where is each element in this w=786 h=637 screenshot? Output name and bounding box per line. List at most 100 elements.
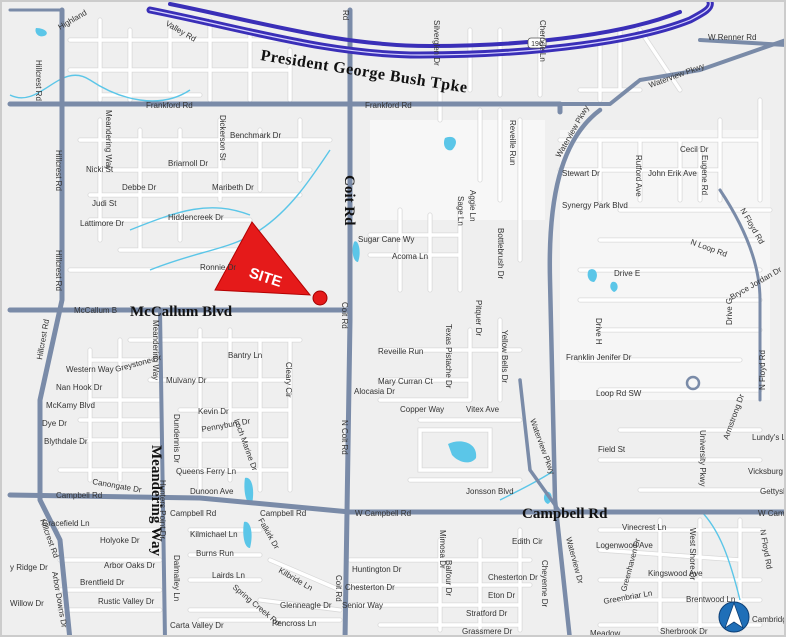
street-label: Rutford Ave	[634, 155, 643, 197]
street-label: Vitex Ave	[466, 405, 500, 414]
street-label: Jonsson Blvd	[466, 487, 514, 496]
street-label: Senior Way	[342, 601, 383, 610]
street-label: McKamy Blvd	[46, 401, 95, 410]
street-label: Gettysb	[760, 487, 786, 496]
street-label: Synergy Park Blvd	[562, 201, 628, 210]
street-label: Bottlebrush Dr	[496, 228, 505, 279]
street-label: Mimosa Dr	[438, 530, 447, 569]
street-label: Pitquer Dr	[474, 300, 483, 336]
street-label: Alocasia Dr	[354, 387, 395, 396]
street-label: Cleary Cir	[284, 362, 293, 398]
street-label: Stewart Dr	[562, 169, 600, 178]
street-label: Cherode Ln	[538, 20, 547, 62]
street-label: Kilmichael Ln	[190, 530, 238, 539]
major-roads	[7, 7, 786, 637]
coit-rd-label: Coit Rd	[341, 175, 357, 226]
site-point-icon	[312, 290, 328, 306]
street-label: N Floyd Rd	[758, 350, 767, 390]
street-label: Sugar Cane Wy	[358, 235, 414, 244]
street-label: Kevin Dr	[198, 407, 229, 416]
street-label: Willow Dr	[10, 599, 44, 608]
site-marker: SITE	[214, 221, 328, 306]
street-label: Nan Hook Dr	[56, 383, 103, 392]
meandering-way-label: Meandering Way	[148, 445, 164, 556]
street-label: Reveille Run	[508, 120, 517, 165]
street-label: Sage Ln	[456, 196, 465, 226]
street-label: Balfour Dr	[444, 560, 453, 596]
street-label: Holyoke Dr	[100, 536, 140, 545]
street-label: Dundennis Dr	[172, 414, 181, 463]
street-label: Brentfield Dr	[80, 578, 125, 587]
street-label: Western Way	[66, 365, 114, 374]
street-label: Mary Curran Ct	[378, 377, 433, 386]
street-label: Mulvany Dr	[166, 376, 207, 385]
street-label: Queens Ferry Ln	[176, 467, 236, 476]
street-label: Eugene Rd	[700, 155, 709, 195]
street-label: Drive H	[594, 318, 603, 345]
street-label: Lundy's L	[752, 433, 786, 442]
street-label: McCallum B	[74, 306, 117, 315]
street-label: W Campbell Rd	[355, 509, 411, 518]
street-label: Glenneagle Dr	[280, 601, 332, 610]
street-label: Meandering Way	[104, 110, 113, 170]
street-label: Frankford Rd	[146, 101, 193, 110]
street-label: Drive G	[725, 298, 734, 325]
mccallum-blvd-label: McCallum Blvd	[130, 304, 233, 320]
street-label: Hiddencreek Dr	[168, 213, 224, 222]
street-label: Briarnoll Dr	[168, 159, 208, 168]
street-label: Lattimore Dr	[80, 219, 124, 228]
street-label: Cheyenne Dr	[540, 560, 549, 607]
street-label: Pencross Ln	[272, 619, 316, 628]
street-label: Rustic Valley Dr	[98, 597, 155, 606]
street-label: Aggie Ln	[468, 190, 477, 222]
street-label: Hillcrest Rd	[34, 60, 43, 101]
street-label: Debbe Dr	[122, 183, 157, 192]
president-george-bush-turnpike	[146, 0, 714, 59]
street-label: Campbell Rd	[56, 491, 102, 500]
street-label: Chesterton Dr	[488, 573, 538, 582]
water-features	[9, 28, 741, 601]
street-label: Coit Rd	[340, 302, 349, 329]
street-label: Vicksburg	[748, 467, 783, 476]
street-label: Brentwood Ln	[686, 595, 735, 604]
street-label: Franklin Jenifer Dr	[566, 353, 632, 362]
street-label: W Campbell Rd	[758, 509, 786, 518]
street-label: Yellow Bells Dr	[500, 330, 509, 383]
street-label: Coit Rd	[334, 575, 343, 602]
street-label: Meandering Way	[151, 320, 160, 380]
street-label: Copper Way	[400, 405, 444, 414]
street-label: Field St	[598, 445, 626, 454]
street-label: Dickerson St	[218, 115, 227, 161]
street-label: Rd	[341, 10, 350, 20]
street-label: John Erik Ave	[648, 169, 697, 178]
street-label: Stratford Dr	[466, 609, 508, 618]
north-arrow-icon	[718, 601, 750, 633]
street-label: Acoma Ln	[392, 252, 428, 261]
route-shield-icon	[527, 37, 547, 49]
street-label: Huntington Dr	[352, 565, 402, 574]
street-label: Campbell Rd	[260, 509, 306, 518]
street-label: Campbell Rd	[170, 509, 216, 518]
street-label: Dalmalley Ln	[172, 555, 181, 601]
street-label: Vinecrest Ln	[622, 523, 666, 532]
route-shield-label: 190	[531, 41, 543, 48]
street-label: Grassmere Dr	[462, 627, 513, 636]
street-label: Hunters Point Dr	[158, 480, 167, 539]
street-label: Edith Cir	[512, 537, 543, 546]
street-label: Eton Dr	[488, 591, 515, 600]
street-label: Sherbrook Dr	[660, 627, 708, 636]
street-label: Loop Rd SW	[596, 389, 642, 398]
street-label: Benchmark Dr	[230, 131, 281, 140]
street-label: Meadow	[590, 629, 620, 637]
street-label: Bantry Ln	[228, 351, 262, 360]
street-label: Maribeth Dr	[212, 183, 254, 192]
street-label: West Shore Dr	[688, 528, 697, 581]
campbell-rd-label: Campbell Rd	[522, 506, 608, 522]
street-label: Lairds Ln	[212, 571, 245, 580]
street-label: Chesterton Dr	[345, 583, 395, 592]
street-label: Logenwood Ave	[596, 541, 653, 550]
street-label: Cambridge	[752, 615, 786, 624]
